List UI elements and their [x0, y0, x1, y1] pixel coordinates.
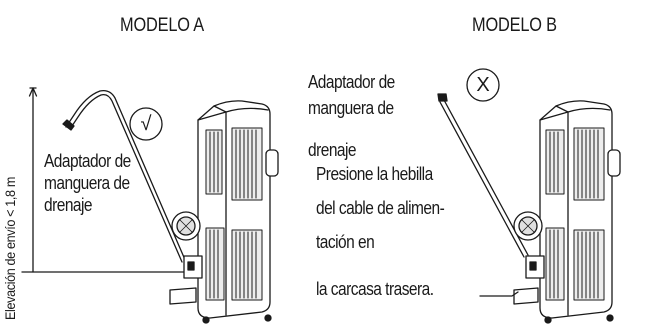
model-b-title: MODELO B [472, 15, 557, 36]
hose-adapter-label-a-line1: Adaptador de [44, 151, 131, 171]
height-dimension-line [21, 87, 186, 273]
instruction-leader-line [479, 291, 519, 297]
check-mark-icon: √ [140, 113, 152, 135]
hose-adapter-label-a-line2: manguera de [44, 173, 130, 193]
hose-adapter-label-b-line3: drenaje [308, 140, 357, 160]
drain-hose-b [437, 93, 529, 258]
hose-adapter-label-b-line1: Adaptador de [308, 72, 395, 92]
drain-hose-a [62, 90, 187, 263]
hose-adapter-label-a-line3: drenaje [44, 195, 93, 215]
status-circle-b [466, 68, 500, 102]
status-circle-a [129, 107, 163, 141]
portable-ac-unit-a [169, 100, 279, 324]
instruction-label-line1: Presione la hebilla [316, 164, 433, 184]
hose-adapter-label-b-line2: manguera de [308, 98, 394, 118]
instruction-label-line4: la carcasa trasera. [316, 279, 434, 299]
height-label: Elevación de envío < 1,8 m [2, 177, 18, 320]
cross-mark-icon: X [476, 74, 490, 96]
instruction-label-line2: del cable de alimen- [316, 198, 445, 218]
instruction-label-line3: tación en [316, 232, 375, 252]
portable-ac-unit-b [513, 100, 621, 324]
model-a-title: MODELO A [120, 15, 204, 36]
